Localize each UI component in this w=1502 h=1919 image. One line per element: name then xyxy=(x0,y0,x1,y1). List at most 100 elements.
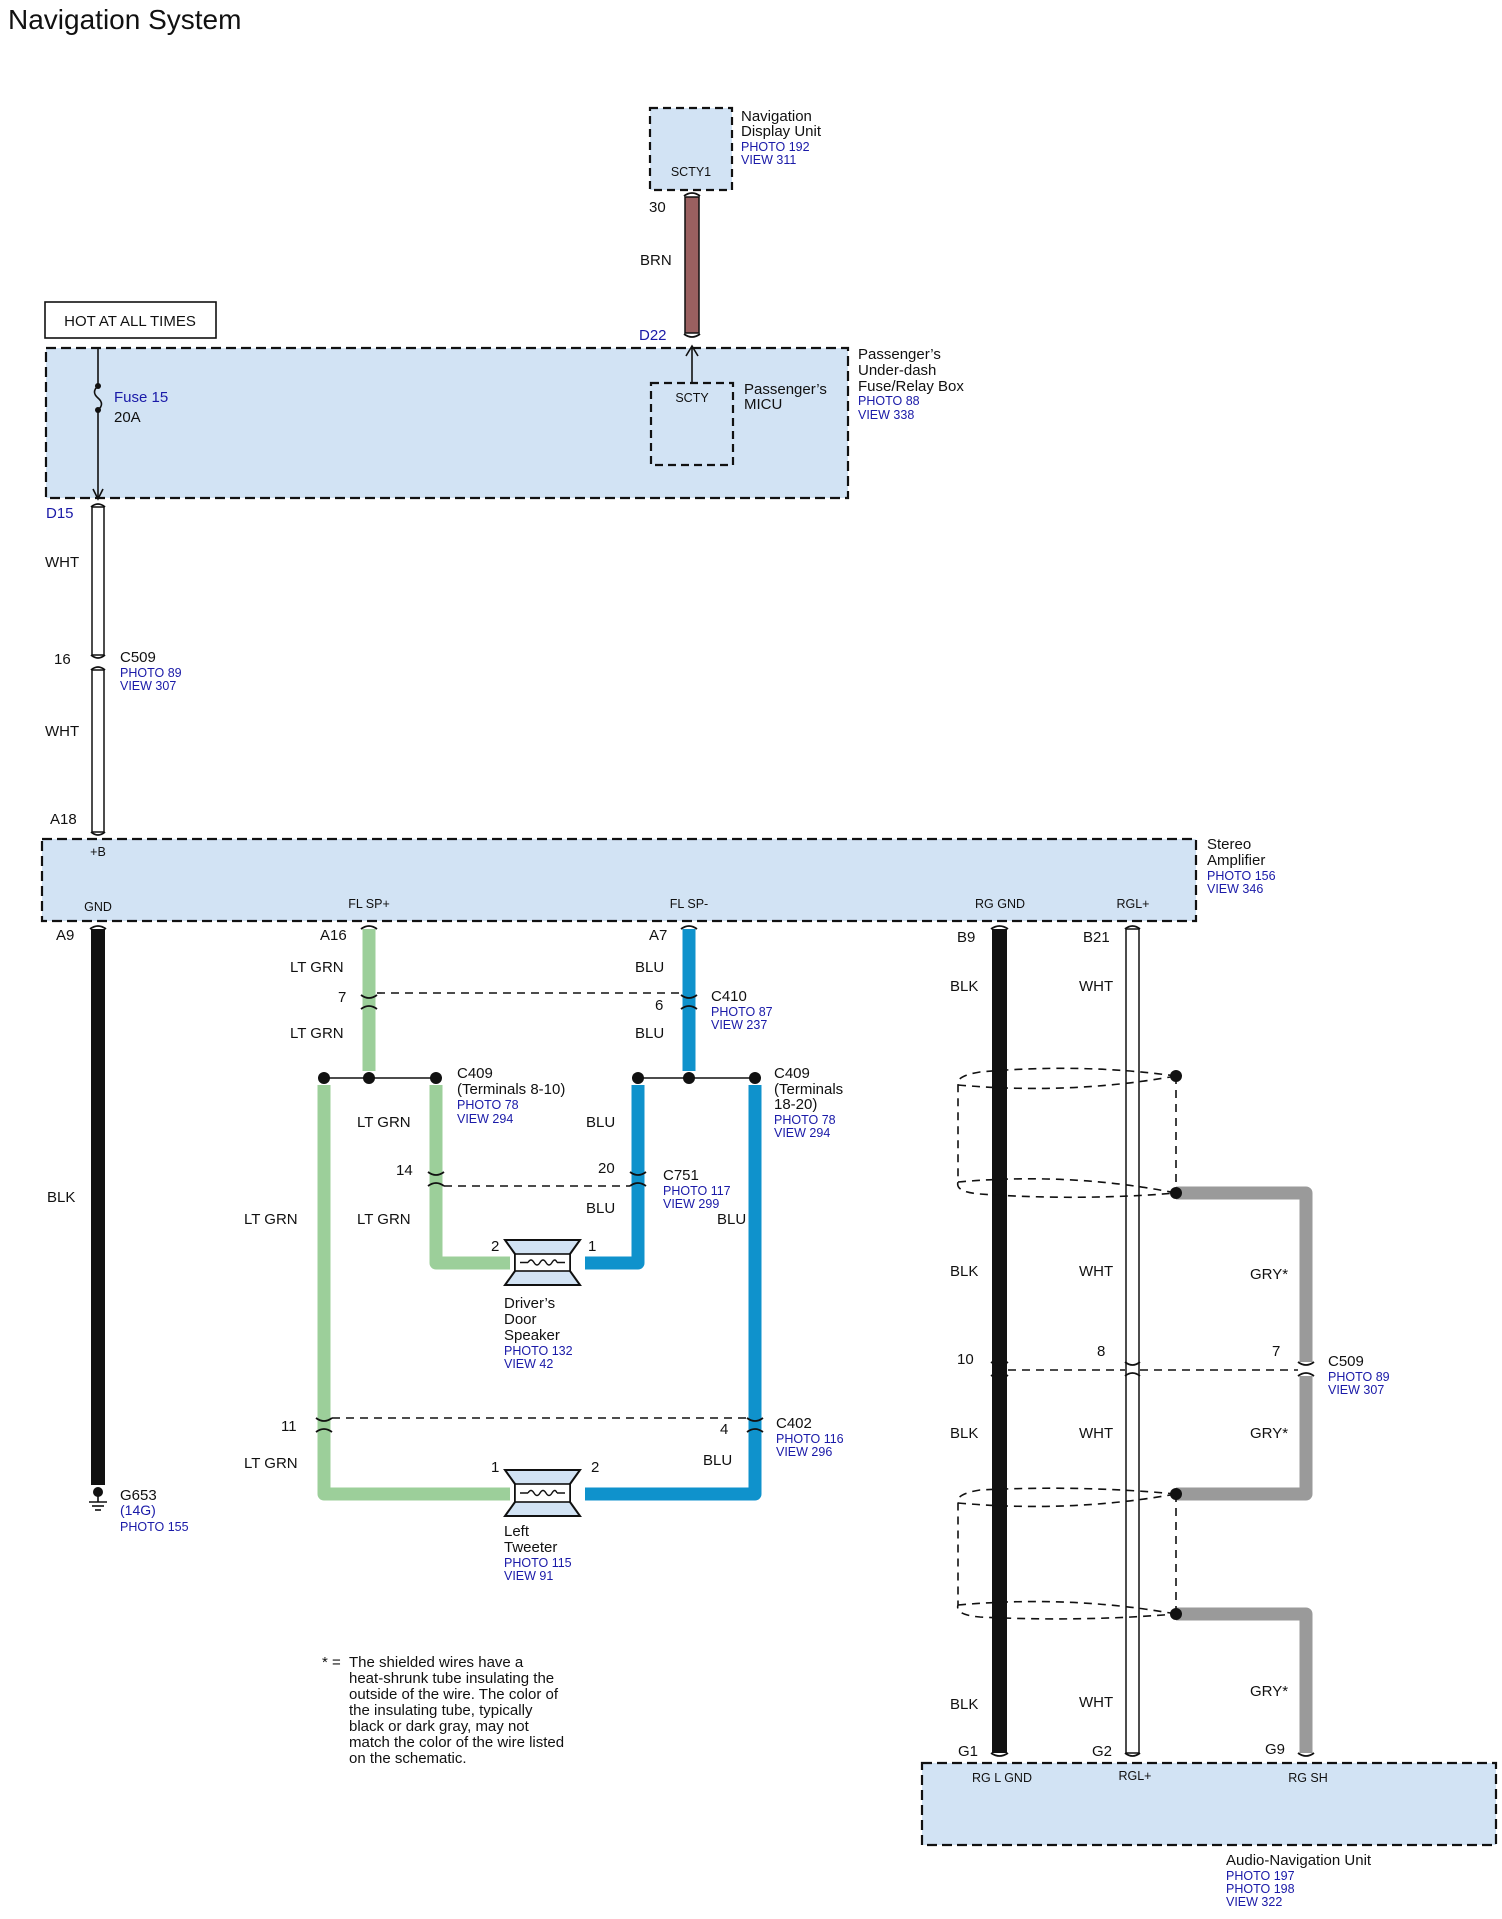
amp-pin-rg-gnd: B9 xyxy=(957,929,975,946)
audio-unit-name: Audio-Navigation Unit xyxy=(1226,1852,1372,1869)
c409b-node-right xyxy=(749,1072,761,1084)
note-line-2: heat-shrunk tube insulating the xyxy=(349,1670,554,1687)
c410-photo: PHOTO 87 xyxy=(711,1005,773,1019)
c751-ltgrn-cap-upper xyxy=(427,1171,445,1176)
door-speaker-ltgrn-wire xyxy=(429,1085,510,1270)
micu-name-2: MICU xyxy=(744,396,782,413)
note-line-3: outside of the wire. The color of xyxy=(349,1686,559,1703)
stereo-amplifier-box xyxy=(40,837,1198,923)
gry-label-3: GRY* xyxy=(1250,1683,1288,1700)
amp-name-1: Stereo xyxy=(1207,836,1251,853)
c751-blu-cap-lower xyxy=(629,1182,647,1187)
fuse-box-name-2: Under-dash xyxy=(858,362,936,379)
fuse-box-name-3: Fuse/Relay Box xyxy=(858,378,964,395)
note-line-1: The shielded wires have a xyxy=(349,1654,524,1671)
amp-name-2: Amplifier xyxy=(1207,852,1265,869)
nav-display-unit-box xyxy=(648,106,734,192)
blk-ground-label: BLK xyxy=(47,1189,75,1206)
c509b-blk-cap-upper xyxy=(990,1361,1009,1366)
door-speaker-name-1: Driver’s xyxy=(504,1295,555,1312)
c409b-node-left xyxy=(632,1072,644,1084)
tweeter-name-1: Left xyxy=(504,1523,530,1540)
c509-top-cap-upper xyxy=(90,654,106,659)
wht-label-2: WHT xyxy=(1079,1263,1113,1280)
c509b-blk-cap-lower xyxy=(990,1372,1009,1377)
fuse-node-top xyxy=(95,383,101,389)
audio-unit-photo-1: PHOTO 197 xyxy=(1226,1869,1295,1883)
blk-rg-gnd-bottom-cap xyxy=(990,1752,1009,1757)
note-line-6: match the color of the wire listed xyxy=(349,1734,564,1751)
wht-label-3: WHT xyxy=(1079,1425,1113,1442)
wht-rgl-bottom-cap xyxy=(1124,1752,1141,1757)
tweeter-icon xyxy=(503,1469,582,1517)
tweeter-pin-right: 2 xyxy=(591,1459,599,1476)
c409b-name: C409 xyxy=(774,1065,810,1082)
c509-top-view: VIEW 307 xyxy=(120,679,176,693)
gry-shield-wire-lower xyxy=(1176,1607,1313,1753)
hot-at-all-times-box xyxy=(44,301,217,339)
amp-pin-fl-sp-minus: A7 xyxy=(649,927,667,944)
note-line-7: on the schematic. xyxy=(349,1750,467,1767)
ground-node xyxy=(93,1487,103,1497)
c402-photo: PHOTO 116 xyxy=(776,1432,844,1446)
brn-label: BRN xyxy=(640,252,672,269)
gry-shield-wire-middle xyxy=(1176,1376,1313,1501)
audio-unit-photo-2: PHOTO 198 xyxy=(1226,1882,1295,1896)
blu-label-c751: BLU xyxy=(586,1200,615,1217)
wht-label-lower: WHT xyxy=(45,723,79,740)
c509b-photo: PHOTO 89 xyxy=(1328,1370,1390,1384)
blu-label-a7: BLU xyxy=(635,959,664,976)
c409b-sub-2: 18-20) xyxy=(774,1096,817,1113)
c409a-node-right xyxy=(430,1072,442,1084)
ltgrn-label-c410: LT GRN xyxy=(290,1025,344,1042)
shield-lower xyxy=(956,1487,1182,1620)
blu-label-tweeter-upper: BLU xyxy=(717,1211,746,1228)
c509b-pin-wht: 8 xyxy=(1097,1343,1105,1360)
blu-label-c409b: BLU xyxy=(586,1114,615,1131)
hot-at-all-times-label: HOT AT ALL TIMES xyxy=(64,313,196,330)
blk-label-2: BLK xyxy=(950,1263,978,1280)
c410-view: VIEW 237 xyxy=(711,1018,767,1032)
amp-term-fl-sp-plus: FL SP+ xyxy=(348,897,390,911)
micu-name-1: Passenger’s xyxy=(744,381,827,398)
c410-blu-cap-lower xyxy=(680,1005,698,1010)
door-speaker-icon xyxy=(503,1239,582,1286)
wht-label-4: WHT xyxy=(1079,1694,1113,1711)
tweeter-pin-left: 1 xyxy=(491,1459,499,1476)
door-speaker-name-3: Speaker xyxy=(504,1327,560,1344)
gry-shield-wire-upper xyxy=(1176,1186,1313,1362)
gry-label-2: GRY* xyxy=(1250,1425,1288,1442)
tweeter-view: VIEW 91 xyxy=(504,1569,553,1583)
note-line-4: the insulating tube, typically xyxy=(349,1702,533,1719)
amp-pin-b: A18 xyxy=(50,811,77,828)
c402-ltgrn-cap-upper xyxy=(315,1417,333,1422)
c410-ltgrn-cap-lower xyxy=(360,1005,378,1010)
c509b-name: C509 xyxy=(1328,1353,1364,1370)
c409b-sub-1: (Terminals xyxy=(774,1081,843,1098)
tweeter-ltgrn-wire xyxy=(317,1085,510,1501)
c509b-gry-cap-lower xyxy=(1297,1372,1315,1377)
c402-pin-left: 11 xyxy=(281,1418,297,1435)
c509-top-photo: PHOTO 89 xyxy=(120,666,182,680)
nav-display-photo: PHOTO 192 xyxy=(741,140,810,154)
wht-wire-upper xyxy=(91,506,105,656)
c509b-gry-cap-upper xyxy=(1297,1361,1315,1366)
blk-label-4: BLK xyxy=(950,1696,978,1713)
door-speaker-blu-wire xyxy=(585,1085,645,1270)
c409a-name: C409 xyxy=(457,1065,493,1082)
c402-pin-right: 4 xyxy=(720,1421,728,1438)
blk-label-1: BLK xyxy=(950,978,978,995)
amp-pin-rgl-plus: B21 xyxy=(1083,929,1110,946)
ltgrn-label-c409a: LT GRN xyxy=(357,1114,411,1131)
blu-label-tweeter-lower: BLU xyxy=(703,1452,732,1469)
c509b-wht-cap-lower xyxy=(1124,1372,1141,1377)
nav-display-terminal: SCTY1 xyxy=(671,165,711,179)
c409b-photo: PHOTO 78 xyxy=(774,1113,836,1127)
amp-photo: PHOTO 156 xyxy=(1207,869,1276,883)
amp-pin-gnd: A9 xyxy=(56,927,74,944)
nav-display-pin: 30 xyxy=(649,199,666,216)
fuse-node-bottom xyxy=(95,407,101,413)
fuse-box-view: VIEW 338 xyxy=(858,408,914,422)
c410-pin-right: 6 xyxy=(655,997,663,1014)
